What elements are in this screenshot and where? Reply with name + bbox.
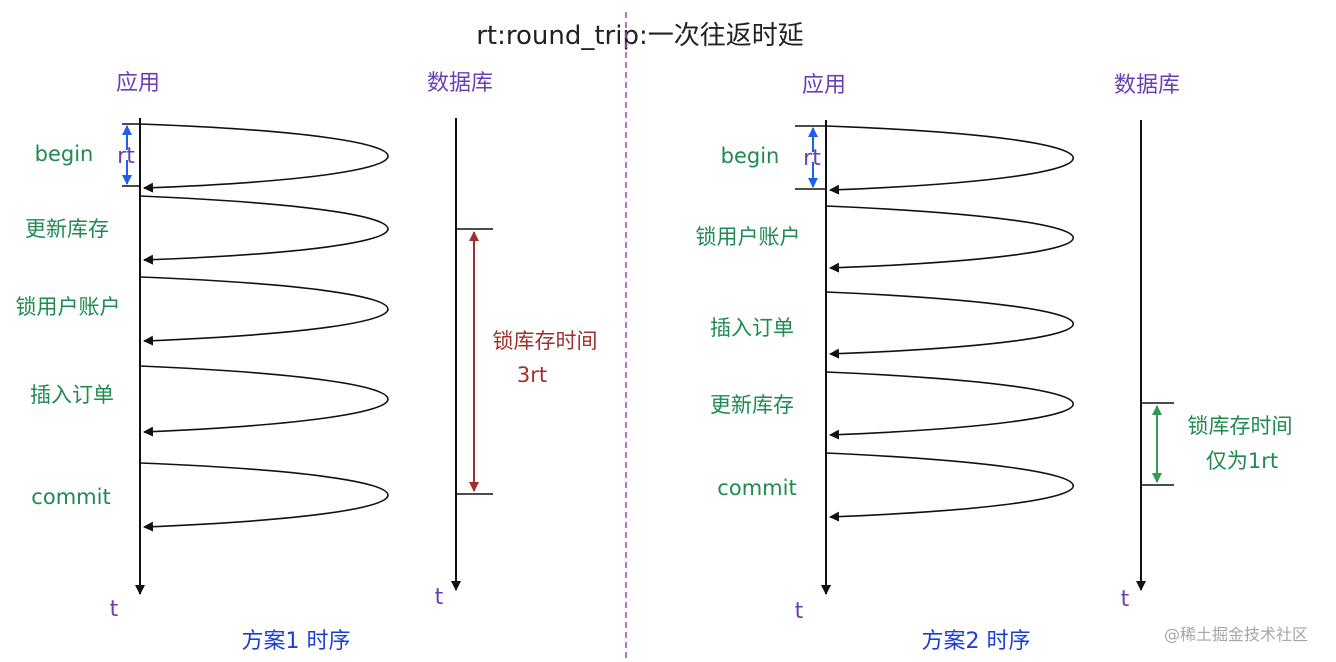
scheme2-step-commit: commit (717, 476, 796, 500)
scheme1-lock-label-line2: 3rt (517, 363, 547, 387)
scheme2-roundtrip-update-stock (825, 371, 1074, 440)
scheme2-lock-label-line1: 锁库存时间 (1188, 414, 1293, 438)
scheme1-roundtrip-begin (139, 123, 389, 193)
scheme2-step-lock-account: 锁用户账户 (696, 225, 801, 249)
scheme2-caption: 方案2 时序 (922, 629, 1031, 654)
scheme2-app-time-label: t (795, 599, 804, 624)
scheme2-roundtrip-begin (825, 125, 1074, 195)
scheme2-roundtrip-commit (825, 452, 1074, 522)
scheme1-caption: 方案1 时序 (242, 629, 351, 654)
scheme1-roundtrip-insert-order (139, 365, 389, 437)
scheme1-step-insert-order: 插入订单 (30, 383, 114, 407)
scheme2-lock-label-line2: 仅为1rt (1206, 449, 1278, 473)
watermark: @稀土掘金技术社区 (1164, 625, 1308, 644)
scheme1-roundtrip-commit (139, 462, 389, 532)
scheme1-db-label: 数据库 (427, 71, 493, 96)
scheme2-roundtrip-insert-order (825, 291, 1074, 359)
scheme2-panel: 应用 数据库 t t rt begin 锁用户账户 插入订单 更新库存 comm… (696, 73, 1293, 654)
diagram-title: rt:round_trip:一次往返时延 (476, 21, 804, 51)
scheme1-step-commit: commit (31, 485, 110, 509)
scheme1-db-time-label: t (435, 585, 444, 610)
scheme1-rt-label: rt (117, 144, 135, 169)
scheme1-step-lock-account: 锁用户账户 (16, 295, 121, 319)
scheme1-step-begin: begin (35, 142, 94, 166)
scheme2-rt-label: rt (803, 146, 821, 171)
scheme2-app-label: 应用 (802, 73, 846, 98)
scheme2-db-time-label: t (1121, 587, 1130, 612)
scheme1-app-time-label: t (110, 597, 119, 622)
scheme2-step-insert-order: 插入订单 (710, 316, 794, 340)
scheme1-app-label: 应用 (116, 71, 160, 96)
scheme1-roundtrip-update-stock (139, 195, 389, 265)
scheme2-step-update-stock: 更新库存 (710, 393, 794, 417)
scheme1-roundtrip-lock-account (139, 276, 389, 346)
scheme2-step-begin: begin (721, 144, 780, 168)
scheme1-panel: 应用 数据库 t t rt begin 更新库存 锁用户账户 插入订单 comm… (16, 71, 598, 654)
scheme2-db-label: 数据库 (1114, 73, 1180, 98)
scheme1-step-update-stock: 更新库存 (25, 217, 109, 241)
scheme1-lock-label-line1: 锁库存时间 (493, 329, 598, 353)
scheme2-roundtrip-lock-account (825, 205, 1074, 273)
